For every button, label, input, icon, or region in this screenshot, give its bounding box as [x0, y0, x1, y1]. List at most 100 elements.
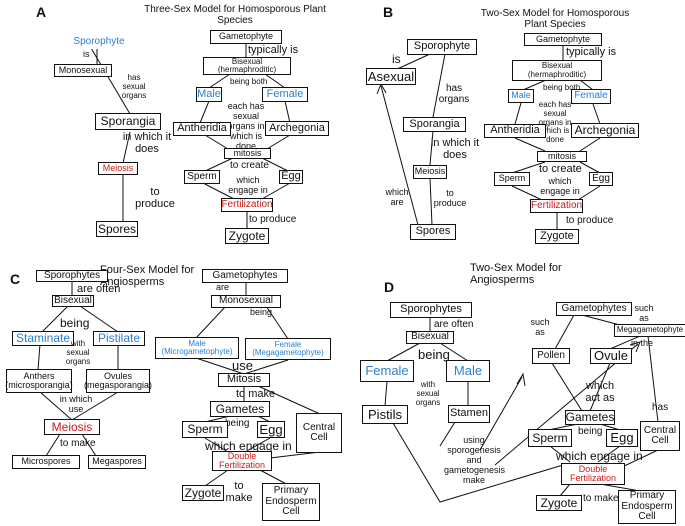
- sporangia-node: Sporangia: [403, 117, 466, 132]
- meiosis-node: Meiosis: [44, 419, 100, 435]
- megagametophyte-node: Megagametophyte: [614, 324, 685, 337]
- antheridia-node: Antheridia: [484, 124, 546, 138]
- zygote-node: Zygote: [182, 485, 224, 501]
- mitosis-node: mitosis: [537, 151, 587, 162]
- mitosis-node: mitosis: [224, 148, 271, 159]
- panel-a-title: Three-Sex Model for Homosporous Plant Sp…: [144, 4, 326, 26]
- male-node: Male: [508, 89, 534, 103]
- typically-link: typically is: [248, 44, 299, 56]
- which-are-link: which are: [385, 187, 409, 207]
- endosperm-node: Primary Endosperm Cell: [262, 483, 320, 521]
- in-which-link: in which it does: [430, 137, 480, 162]
- being-link: being: [418, 347, 450, 362]
- anthers-node: Anthers (microsporangia): [5, 369, 73, 393]
- to-make-link: to make: [583, 493, 619, 504]
- double-fertilization-node: Double Fertilization: [212, 451, 272, 471]
- double-fertilization-node: Double Fertilization: [561, 463, 625, 485]
- such-as-left-link: such as: [530, 317, 550, 337]
- megaspores-node: Megaspores: [88, 455, 146, 469]
- to-produce2-link: to produce: [249, 214, 297, 225]
- zygote-node: Zygote: [225, 228, 269, 244]
- female-node: Female: [262, 87, 308, 102]
- sporophytes-node: Sporophytes: [390, 302, 472, 318]
- gametes-node: Gametes: [565, 410, 615, 425]
- use-link: use: [232, 358, 253, 373]
- gametophytes-node: Gametophytes: [202, 269, 288, 283]
- engage-link: which engage in: [556, 449, 643, 463]
- mitosis-node: Mitosis: [218, 373, 270, 387]
- being-both-link: being both: [230, 77, 268, 86]
- sporophytes-node: Sporophytes: [36, 270, 108, 282]
- female-node: Female: [571, 89, 611, 104]
- stamen-node: Stamen: [448, 405, 490, 423]
- panel-c-label: C: [10, 271, 21, 287]
- female-node: Female (Megagametophyte): [245, 338, 331, 360]
- male-node: Male: [446, 360, 490, 382]
- panel-b-title: Two-Sex Model for Homosporous Plant Spec…: [480, 8, 630, 30]
- male-node: Male (Microgametophyte): [155, 337, 239, 359]
- monosexual-node: Monosexual: [211, 295, 281, 308]
- in-the-link: in the: [631, 338, 654, 348]
- gametophyte-node: Gametophyte: [524, 33, 602, 46]
- engage-link: which engage in: [205, 439, 292, 453]
- panel-b-label: B: [383, 4, 394, 20]
- central-cell-node: Central Cell: [640, 421, 680, 451]
- zygote-node: Zygote: [536, 495, 582, 511]
- staminate-node: Staminate: [12, 331, 74, 346]
- gametophytes-node: Gametophytes: [556, 302, 632, 316]
- spores-node: Spores: [96, 221, 138, 237]
- panel-c-title: Four-Sex Model for Angiosperms: [100, 264, 195, 288]
- with-organs-link: with sexual organs: [65, 339, 91, 366]
- to-create-link: to create: [230, 160, 269, 171]
- to-produce-link: to produce: [135, 186, 175, 211]
- using-link: using sporogenesis and gametogenesis mak…: [444, 435, 506, 485]
- has-organs-link: has sexual organs: [121, 73, 147, 100]
- being-link: being: [60, 316, 90, 330]
- sperm-node: Sperm: [528, 429, 572, 447]
- to-produce2-link: to produce: [566, 215, 614, 226]
- each-has-link: each has sexual organs in which is done: [538, 100, 572, 145]
- monosexual-node: Monosexual: [54, 64, 112, 77]
- meiosis-node: Meiosis: [98, 162, 138, 175]
- endosperm-node: Primary Endosperm Cell: [618, 490, 676, 524]
- pistils-node: Pistils: [362, 405, 408, 424]
- in-which-use-link: in which use: [59, 394, 93, 414]
- egg-node: Egg: [279, 170, 303, 184]
- with-organs-link: with sexual organs: [415, 380, 441, 407]
- fertilization-node: Fertilization: [221, 198, 273, 212]
- has-link: has: [652, 402, 669, 413]
- being3-link: being: [225, 418, 250, 429]
- pistilate-node: Pistilate: [93, 331, 145, 346]
- sperm-node: Sperm: [184, 170, 220, 184]
- pollen-node: Pollen: [532, 348, 570, 364]
- has-organs-link: has organs: [438, 83, 470, 105]
- each-has-link: each has sexual organs in which is done: [227, 101, 265, 151]
- meiosis-node: Meiosis: [413, 165, 447, 179]
- such-as-right-link: such as: [634, 303, 654, 323]
- central-cell-node: Central Cell: [296, 413, 342, 453]
- to-produce-link: to produce: [433, 188, 467, 208]
- are-link: are: [216, 282, 230, 292]
- in-which-link: in which it does: [122, 131, 172, 156]
- is-link: is: [83, 49, 90, 59]
- to-make3-link: to make: [225, 480, 253, 505]
- engage-link: which engage in: [228, 175, 268, 195]
- engage-link: which engage in: [540, 176, 580, 196]
- bisexual-node: Bisexual (hermaphroditic): [203, 57, 291, 75]
- female-node: Female: [360, 360, 414, 382]
- egg-node: Egg: [589, 172, 613, 186]
- egg-node: Egg: [606, 429, 638, 447]
- antheridia-node: Antheridia: [173, 122, 231, 136]
- sporangia-node: Sporangia: [95, 113, 161, 130]
- to-make-link: to make: [60, 438, 96, 449]
- archegonia-node: Archegonia: [571, 123, 639, 138]
- gametes-node: Gametes: [210, 401, 270, 417]
- archegonia-node: Archegonia: [265, 121, 329, 136]
- to-make2-link: to make: [236, 388, 276, 400]
